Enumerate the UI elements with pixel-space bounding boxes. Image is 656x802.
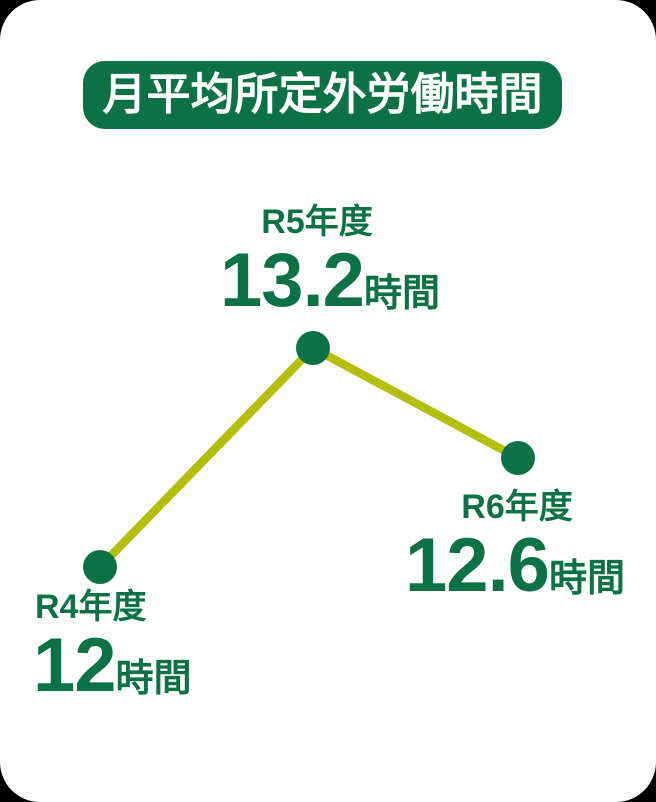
data-point-r4	[83, 550, 117, 584]
point-value-r5: 13.2時間	[220, 243, 440, 319]
point-value-unit-r4: 時間	[115, 658, 192, 700]
point-label-r4: R4年度	[35, 588, 147, 626]
point-value-number-r5: 13.2	[220, 238, 365, 323]
point-value-unit-r5: 時間	[363, 273, 440, 315]
point-value-r6: 12.6時間	[405, 528, 625, 604]
point-label-r6: R6年度	[461, 488, 573, 526]
point-label-r5: R5年度	[261, 203, 373, 241]
data-point-r5	[296, 331, 330, 365]
chart-title-text: 月平均所定外労働時間	[102, 70, 543, 119]
point-value-number-r6: 12.6	[405, 523, 550, 608]
point-value-r4: 12時間	[33, 628, 192, 704]
data-point-r6	[501, 441, 535, 475]
point-value-number-r4: 12	[33, 623, 117, 708]
point-value-unit-r6: 時間	[548, 558, 625, 600]
chart-title-badge: 月平均所定外労働時間	[83, 61, 562, 129]
